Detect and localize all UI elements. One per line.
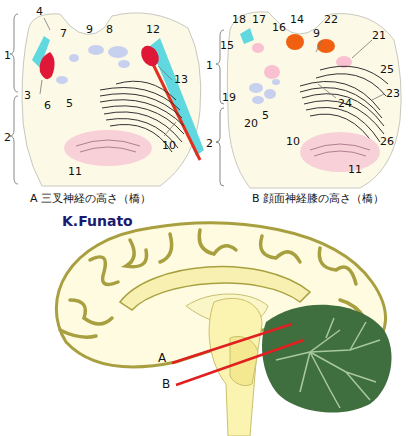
callout-number: 14 <box>290 14 304 25</box>
callout-number: 9 <box>313 28 320 39</box>
callout-number: 10 <box>162 140 176 151</box>
callout-number: 7 <box>60 28 67 39</box>
callout-number: 2 <box>4 132 11 143</box>
callout-number: 23 <box>386 88 400 99</box>
callout-number: 16 <box>272 22 286 33</box>
callout-number: 24 <box>338 98 352 109</box>
callout-number: 25 <box>380 64 394 75</box>
callout-number: 12 <box>146 24 160 35</box>
callout-number: 22 <box>324 14 338 25</box>
caption-text: A 三叉神経の高さ（橋） <box>30 193 151 204</box>
callout-number: 2 <box>206 138 213 149</box>
callout-number: 13 <box>174 74 188 85</box>
callout-number: 18 <box>232 14 246 25</box>
callout-number: 11 <box>348 164 362 175</box>
callout-number: 3 <box>24 90 31 101</box>
callout-number: 6 <box>44 100 51 111</box>
callout-number: 8 <box>106 24 113 35</box>
callout-number: 5 <box>262 110 269 121</box>
callout-number: 5 <box>66 98 73 109</box>
watermark: K.Funato <box>62 214 133 228</box>
callout-number: 11 <box>68 166 82 177</box>
pons-section-b <box>216 12 401 188</box>
callout-number: 4 <box>36 6 43 17</box>
brain-sagittal <box>56 223 391 436</box>
section-marker: B <box>162 378 170 390</box>
callout-number: 15 <box>220 40 234 51</box>
callout-number: 1 <box>4 50 11 61</box>
callout-number: 26 <box>380 136 394 147</box>
callout-number: 20 <box>244 118 258 129</box>
pons-section-a <box>10 13 204 186</box>
callout-number: 10 <box>286 136 300 147</box>
callout-number: 17 <box>252 14 266 25</box>
callout-number: 21 <box>372 30 386 41</box>
section-marker: A <box>158 352 166 364</box>
caption-text: B 顔面神経膝の高さ（橋） <box>252 193 384 204</box>
callout-number: 9 <box>86 24 93 35</box>
callout-number: 1 <box>206 60 213 71</box>
callout-number: 19 <box>222 92 236 103</box>
